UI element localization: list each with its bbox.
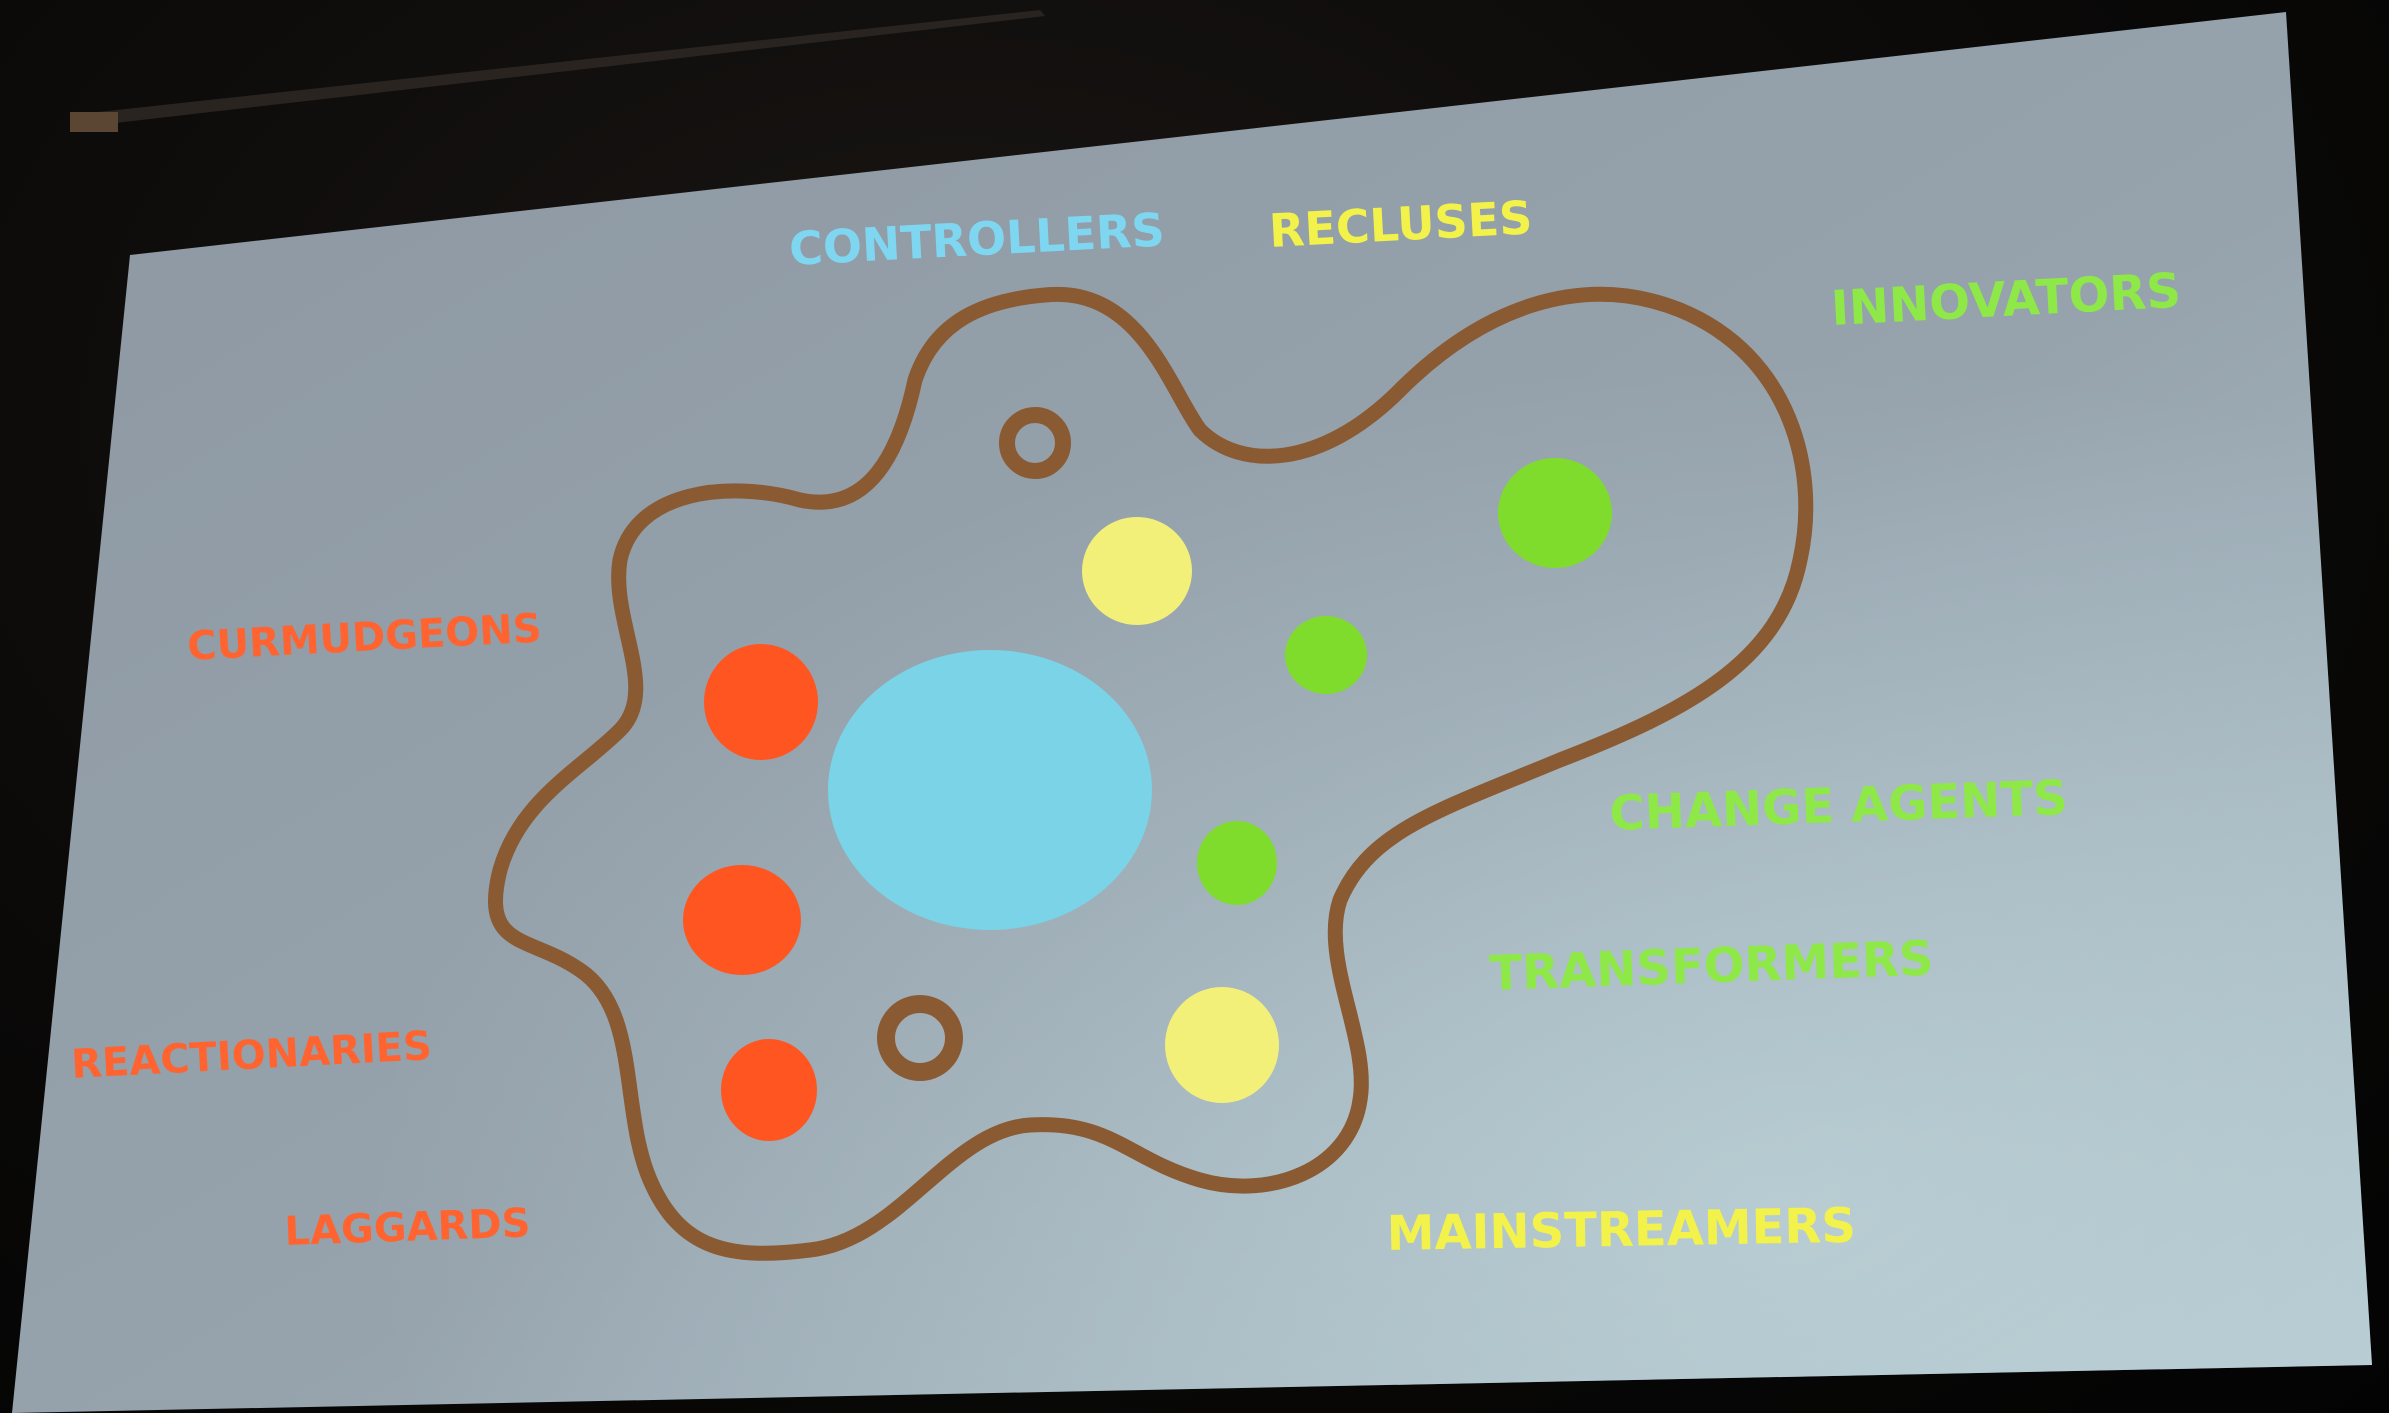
green-blob-mid (1285, 616, 1367, 694)
screen-glow (12, 12, 2372, 1413)
yellow-blob-top (1082, 517, 1192, 625)
screen-hook (70, 112, 118, 132)
red-blob-bottom (721, 1039, 817, 1141)
amoeba-membrane (488, 286, 1814, 1261)
ring-organelle-bottom (877, 995, 963, 1081)
red-blob-top (704, 644, 818, 760)
ring-organelle-top (999, 407, 1071, 479)
red-blob-middle (683, 865, 801, 975)
green-blob-small (1197, 821, 1277, 905)
nucleus-blob (828, 650, 1152, 930)
screen-top-rail (70, 10, 1045, 128)
green-blob-large (1498, 458, 1612, 568)
yellow-blob-bottom (1165, 987, 1279, 1103)
label-mainstreamers: MAINSTREAMERS (1386, 1198, 1856, 1262)
label-laggards: LAGGARDS (284, 1200, 531, 1255)
